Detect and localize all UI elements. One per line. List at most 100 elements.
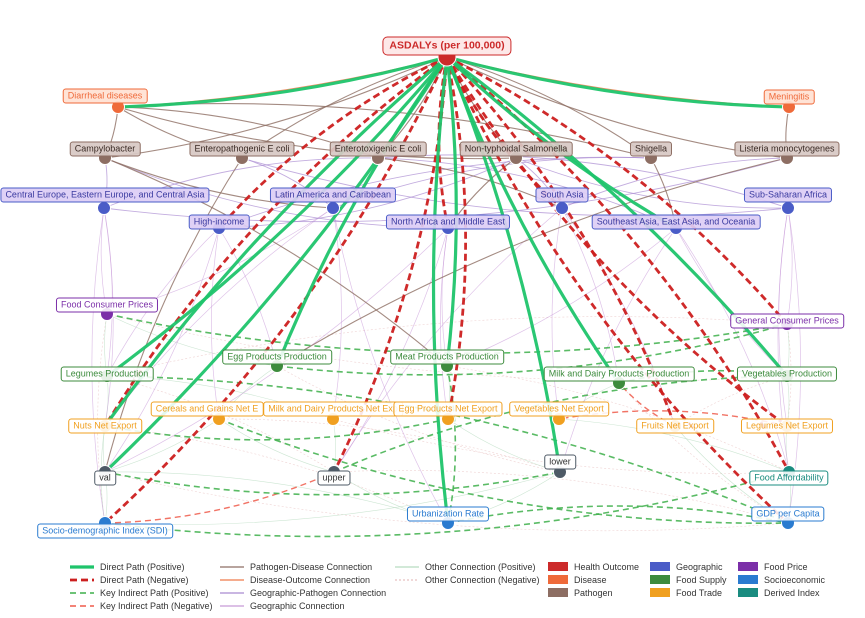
legend-line-swatch xyxy=(220,579,244,581)
label-cee: Central Europe, Eastern Europe, and Cent… xyxy=(0,187,210,203)
legend-label: Geographic-Pathogen Connection xyxy=(250,588,387,598)
edge-pathogen-disease-listeria-eggprod xyxy=(276,157,788,367)
edge-key-indirect-positive-nutsnx-eggnx xyxy=(104,418,449,441)
legend-color-swatch xyxy=(548,575,568,584)
edge-geographic-seao-lower xyxy=(559,227,677,473)
label-listeria: Listeria monocytogenes xyxy=(734,141,840,157)
label-legprod: Legumes Production xyxy=(60,366,154,382)
label-southasia: South Asia xyxy=(535,187,589,203)
label-eggprod: Egg Products Production xyxy=(222,349,332,365)
legend-line-swatch xyxy=(70,578,94,582)
edge-direct-positive-asdalys-urban xyxy=(431,56,450,524)
label-sdi: Socio-demographic Index (SDI) xyxy=(37,523,173,539)
edge-direct-positive-asdalys-legprod xyxy=(106,55,449,378)
edge-direct-positive-asdalys-meatprod xyxy=(445,56,458,367)
label-gcp: General Consumer Prices xyxy=(730,313,844,329)
label-upper: upper xyxy=(317,470,351,486)
legend-label: Disease xyxy=(574,575,607,585)
legend-label: Food Trade xyxy=(676,588,723,598)
label-epec: Enteropathogenic E coli xyxy=(189,141,295,157)
edge-geographic-southasia-upper xyxy=(333,207,563,473)
legend-label: Key Indirect Path (Positive) xyxy=(100,588,209,598)
edge-other-negative-milkprod-gdp xyxy=(618,382,789,524)
label-milknx: Milk and Dairy Products Net Exp xyxy=(263,401,403,417)
edge-direct-negative-asdalys-foodaff xyxy=(446,55,791,473)
edge-geographic-pathogen-highinc-nts xyxy=(218,157,517,229)
edge-key-indirect-positive-cerealnx-gdp xyxy=(218,418,789,525)
legend-label: Health Outcome xyxy=(574,562,640,572)
node-southasia[interactable] xyxy=(555,201,569,215)
edge-other-negative-milknx-foodaff xyxy=(332,418,790,474)
label-eggnx: Egg Products Net Export xyxy=(393,401,503,417)
legend-line-swatch xyxy=(220,592,244,594)
legend-color-swatch xyxy=(650,575,670,584)
legend-line-swatch xyxy=(70,565,94,569)
legend-color-swatch xyxy=(738,562,758,571)
edge-direct-negative-asdalys-gdp xyxy=(445,56,789,525)
legend-label: Geographic Connection xyxy=(250,601,345,611)
label-lower: lower xyxy=(544,454,576,470)
legend-color-swatch xyxy=(738,588,758,597)
legend-label: Disease-Outcome Connection xyxy=(250,575,371,585)
edge-direct-negative-asdalys-highinc xyxy=(217,55,448,229)
edge-other-positive-val-urban xyxy=(104,471,449,524)
edge-key-indirect-negative-sdi-upper xyxy=(104,471,335,524)
edge-geographic-seao-foodaff xyxy=(675,227,790,473)
legend-label: Direct Path (Negative) xyxy=(100,575,189,585)
edge-direct-positive-asdalys-val xyxy=(103,56,449,474)
edge-geographic-nafme-meatprod xyxy=(441,227,449,367)
edge-other-positive-cerealnx-upper xyxy=(218,418,335,473)
edge-other-negative-cerealnx-lower xyxy=(218,418,561,473)
edge-other-positive-vegnx-foodaff xyxy=(558,418,790,473)
edge-direct-negative-asdalys-legnx xyxy=(445,56,788,428)
label-campylobacter: Campylobacter xyxy=(69,141,141,157)
legend-line-swatch xyxy=(220,605,244,607)
label-nts: Non-typhoidal Salmonella xyxy=(459,141,573,157)
edge-direct-negative-asdalys-eggnx xyxy=(445,56,467,420)
label-diarrheal: Diarrheal diseases xyxy=(62,88,148,104)
edge-other-positive-cerealnx-val xyxy=(104,418,220,473)
label-legnx: Legumes Net Export xyxy=(740,418,834,434)
label-vegnx: Vegetables Net Export xyxy=(509,401,609,417)
node-cee[interactable] xyxy=(97,201,111,215)
legend-label: Socioeconomic xyxy=(764,575,826,585)
legend-label: Key Indirect Path (Negative) xyxy=(100,601,213,611)
legend-color-swatch xyxy=(548,588,568,597)
edge-geographic-ssa-foodaff xyxy=(777,207,790,473)
legend-line-swatch xyxy=(395,566,419,568)
edge-pathogen-disease-campylobacter-latam xyxy=(104,157,334,209)
label-etec: Enterotoxigenic E coli xyxy=(329,141,427,157)
edge-direct-positive-asdalys-diarrheal xyxy=(117,55,448,109)
edge-geographic-highinc-eggprod xyxy=(218,227,278,367)
edge-other-negative-eggprod-lower xyxy=(276,365,561,473)
node-latam[interactable] xyxy=(326,201,340,215)
edge-other-negative-fcp-sdi xyxy=(97,313,108,524)
edge-geographic-ssa-gcp xyxy=(786,207,793,325)
edge-direct-negative-asdalys-nutsnx xyxy=(103,55,448,427)
legend-line-swatch xyxy=(70,592,94,594)
edges-layer xyxy=(91,55,801,538)
edge-geographic-seao-vegprod xyxy=(675,227,788,377)
legend-label: Pathogen-Disease Connection xyxy=(250,562,373,572)
edge-key-indirect-positive-sdi-foodaff xyxy=(104,471,790,538)
legend-line-swatch xyxy=(395,579,419,581)
legend-label: Pathogen xyxy=(574,588,613,598)
legend-line-swatch xyxy=(70,605,94,607)
label-val: val xyxy=(94,470,116,486)
label-nafme: North Africa and Middle East xyxy=(385,214,511,230)
edge-key-indirect-positive-val-lower xyxy=(104,471,561,496)
edge-geographic-southasia-vegnx xyxy=(551,207,563,420)
edge-geographic-southasia-milkprod xyxy=(561,207,620,384)
legend-label: Direct Path (Positive) xyxy=(100,562,185,572)
edge-other-positive-milknx-upper xyxy=(332,418,336,473)
legend-color-swatch xyxy=(650,562,670,571)
node-ssa[interactable] xyxy=(781,201,795,215)
label-cerealnx: Cereals and Grains Net E xyxy=(150,401,264,417)
legend-color-swatch xyxy=(548,562,568,571)
label-milkprod: Milk and Dairy Products Production xyxy=(543,366,695,382)
label-highinc: High-income xyxy=(188,214,250,230)
label-foodaff: Food Affordability xyxy=(749,470,829,486)
label-urban: Urbanization Rate xyxy=(406,506,490,522)
edge-geographic-cee-legprod xyxy=(103,207,113,377)
edge-key-indirect-positive-legprod-gdp xyxy=(106,375,789,524)
